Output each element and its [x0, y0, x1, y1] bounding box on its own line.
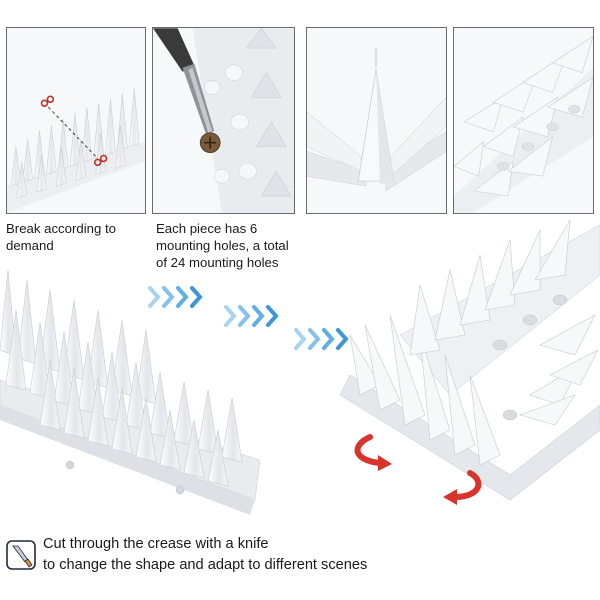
chevron-right-icon: [294, 328, 349, 350]
bottom-caption-line2: to change the shape and adapt to differe…: [43, 557, 368, 573]
photo-mounting-hole: [152, 27, 295, 214]
screwdriver-icon: [153, 28, 215, 135]
chevron-right-icon: [224, 305, 279, 327]
photo-strip-angle: [453, 27, 594, 214]
knife-icon: [6, 540, 36, 570]
caption-mounting-holes: Each piece has 6 mounting holes, a total…: [156, 221, 289, 270]
rotate-arrow-icon: [443, 470, 482, 505]
caption-break: Break according to demand: [6, 221, 116, 253]
chevron-right-icon: [148, 286, 203, 308]
bottom-caption-line1: Cut through the crease with a knife: [43, 536, 269, 552]
rotate-arrow-icon: [354, 434, 392, 471]
spike-strip-bent: [339, 219, 600, 505]
photo-break-strip: [6, 27, 146, 214]
scissors-icon: [40, 95, 108, 167]
spike-strip-straight: [0, 269, 260, 515]
photo-spike-closeup: [306, 27, 447, 214]
bottom-caption: Cut through the crease with a knife to c…: [43, 534, 367, 576]
